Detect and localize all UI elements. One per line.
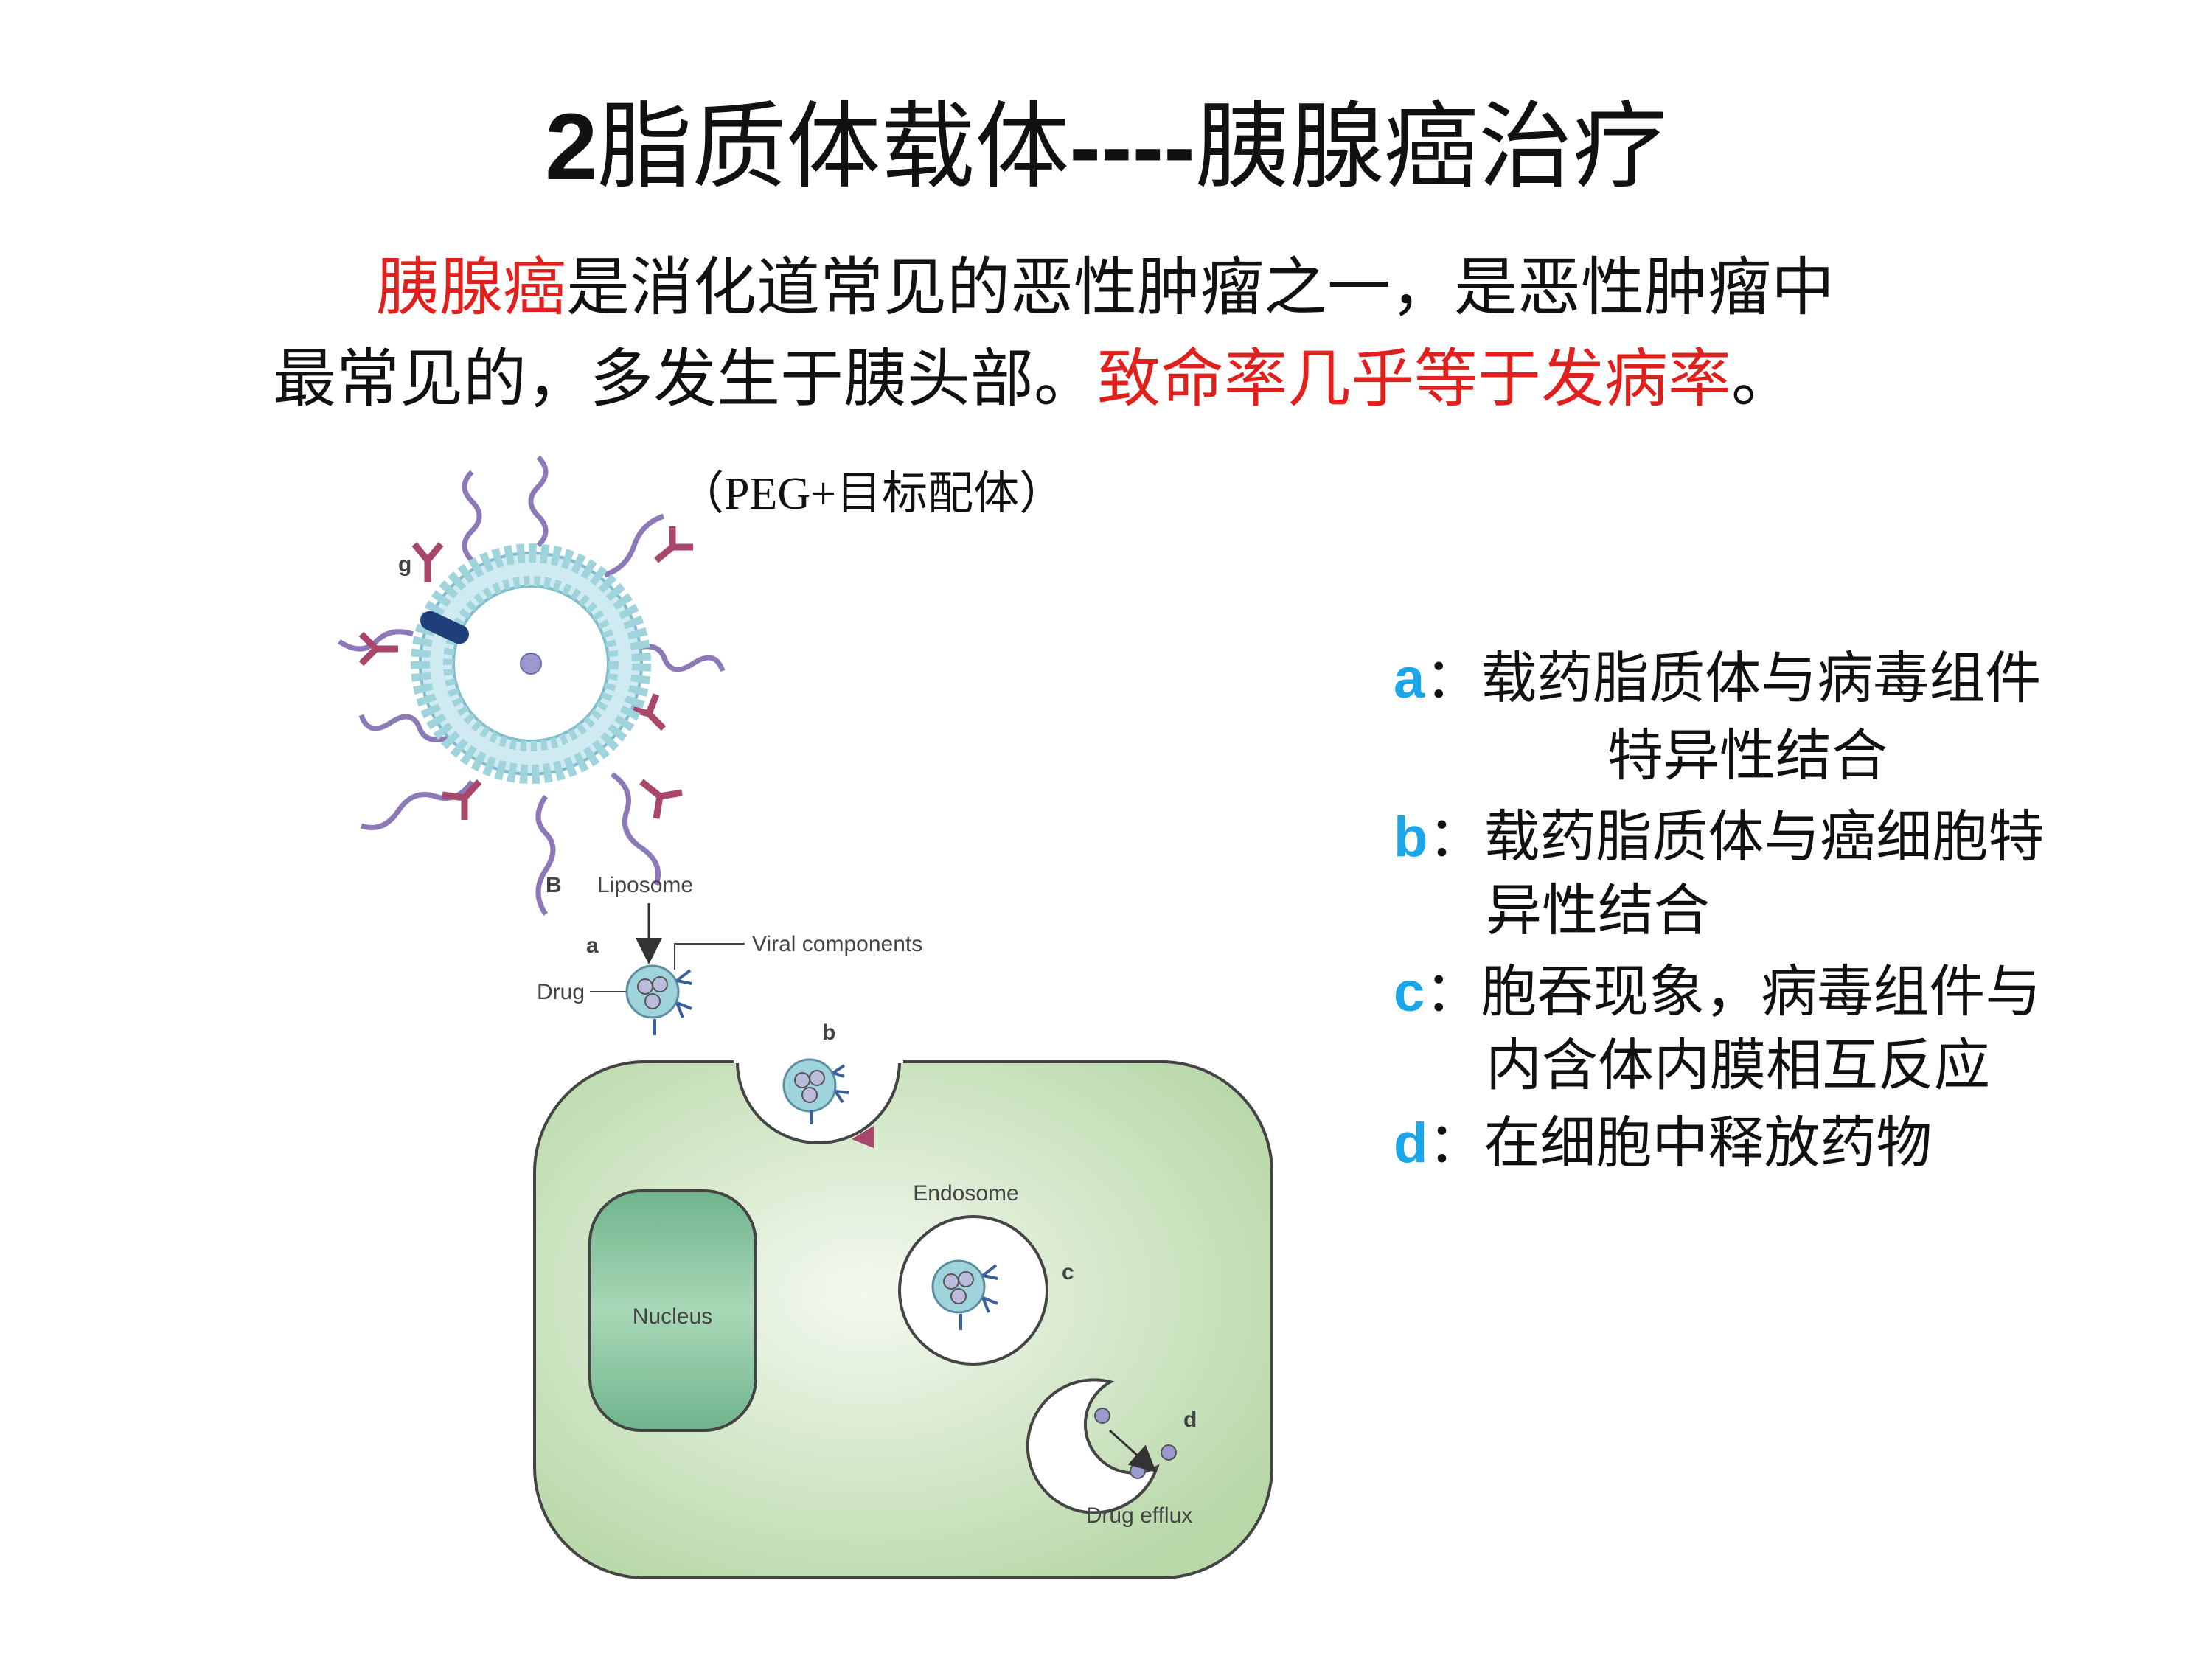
legend-text-b-1: 载药脂质体与癌细胞特 [1484, 804, 2045, 869]
label-drug-efflux: Drug efflux [1086, 1503, 1193, 1528]
intro-line-2: 最常见的，多发生于胰头部。致命率几乎等于发病率。 [273, 335, 2190, 426]
title-dashes: ---- [1069, 94, 1195, 200]
intro-paragraph: 胰腺癌是消化道常见的恶性肿瘤之一，是恶性肿瘤中 最常见的，多发生于胰头部。致命率… [273, 243, 2190, 426]
cell-illustration: Nucleus Endosome c d Drug efflux [533, 1047, 1273, 1579]
legend-item-c-cont: 内含体内膜相互反应 [1486, 1029, 1990, 1102]
legend-letter-c: c [1394, 961, 1425, 1023]
legend-letter-a: a [1394, 647, 1425, 710]
liposome-illustration: g [338, 455, 726, 916]
ligand-icons [358, 526, 693, 820]
label-B: B [546, 873, 562, 897]
peg-ligand-label: （PEG+目标配体） [678, 469, 1065, 519]
legend-letter-b: b [1394, 806, 1428, 869]
label-c: c [1062, 1260, 1074, 1284]
legend-text-d-1: 在细胞中释放药物 [1484, 1110, 1933, 1175]
legend-colon-c: ： [1425, 959, 1481, 1024]
liposome-a: B Liposome a Viral components Drug [537, 873, 922, 1035]
legend-colon-d: ： [1427, 1110, 1484, 1175]
legend-item-a-cont: 特异性结合 [1607, 719, 1888, 793]
label-d: d [1183, 1408, 1197, 1432]
liposome-c [931, 1259, 998, 1330]
label-drug: Drug [537, 980, 585, 1004]
legend-colon-b: ： [1427, 804, 1484, 869]
label-g: g [398, 552, 411, 577]
intro-highlight-2: 致命率几乎等于发病率 [1097, 342, 1731, 416]
slide-title: 2脂质体载体----胰腺癌治疗 [0, 88, 2212, 206]
label-b: b [822, 1020, 835, 1045]
legend-item-d: d：在细胞中释放药物 [1394, 1106, 1932, 1180]
legend-text-c-2: 内含体内膜相互反应 [1486, 1032, 1990, 1098]
label-liposome: Liposome [597, 873, 693, 897]
intro-text-1: 是消化道常见的恶性肿瘤之一，是恶性肿瘤中 [566, 251, 1834, 324]
legend-colon-a: ： [1425, 645, 1481, 711]
intro-line-1: 胰腺癌是消化道常见的恶性肿瘤之一，是恶性肿瘤中 [273, 243, 2190, 335]
legend-item-b-cont: 异性结合 [1486, 874, 1710, 947]
label-a: a [586, 933, 599, 958]
title-topic: 胰腺癌治疗 [1194, 92, 1667, 202]
legend-text-c-1: 胞吞现象，病毒组件与 [1481, 959, 2042, 1024]
liposome-b: b [782, 1020, 849, 1124]
legend-item-b: b：载药脂质体与癌细胞特 [1394, 800, 2044, 874]
title-number: 2 [545, 94, 598, 200]
title-main: 脂质体载体 [597, 92, 1070, 202]
intro-text-2: 最常见的，多发生于胰头部。 [273, 342, 1097, 416]
legend-text-b-2: 异性结合 [1486, 877, 1710, 943]
intro-text-3: 。 [1731, 342, 1795, 416]
label-endosome: Endosome [913, 1181, 1018, 1206]
legend-text-a-2: 特异性结合 [1607, 723, 1888, 788]
peg-chains [338, 455, 726, 916]
intro-highlight-1: 胰腺癌 [376, 251, 566, 324]
label-nucleus: Nucleus [633, 1304, 712, 1329]
legend-item-a: a：载药脂质体与病毒组件 [1394, 641, 2041, 716]
legend-text-a-1: 载药脂质体与病毒组件 [1481, 645, 2042, 711]
legend-letter-d: d [1394, 1112, 1428, 1175]
legend-item-c: c：胞吞现象，病毒组件与 [1394, 955, 2041, 1029]
label-viral-components: Viral components [752, 932, 922, 956]
